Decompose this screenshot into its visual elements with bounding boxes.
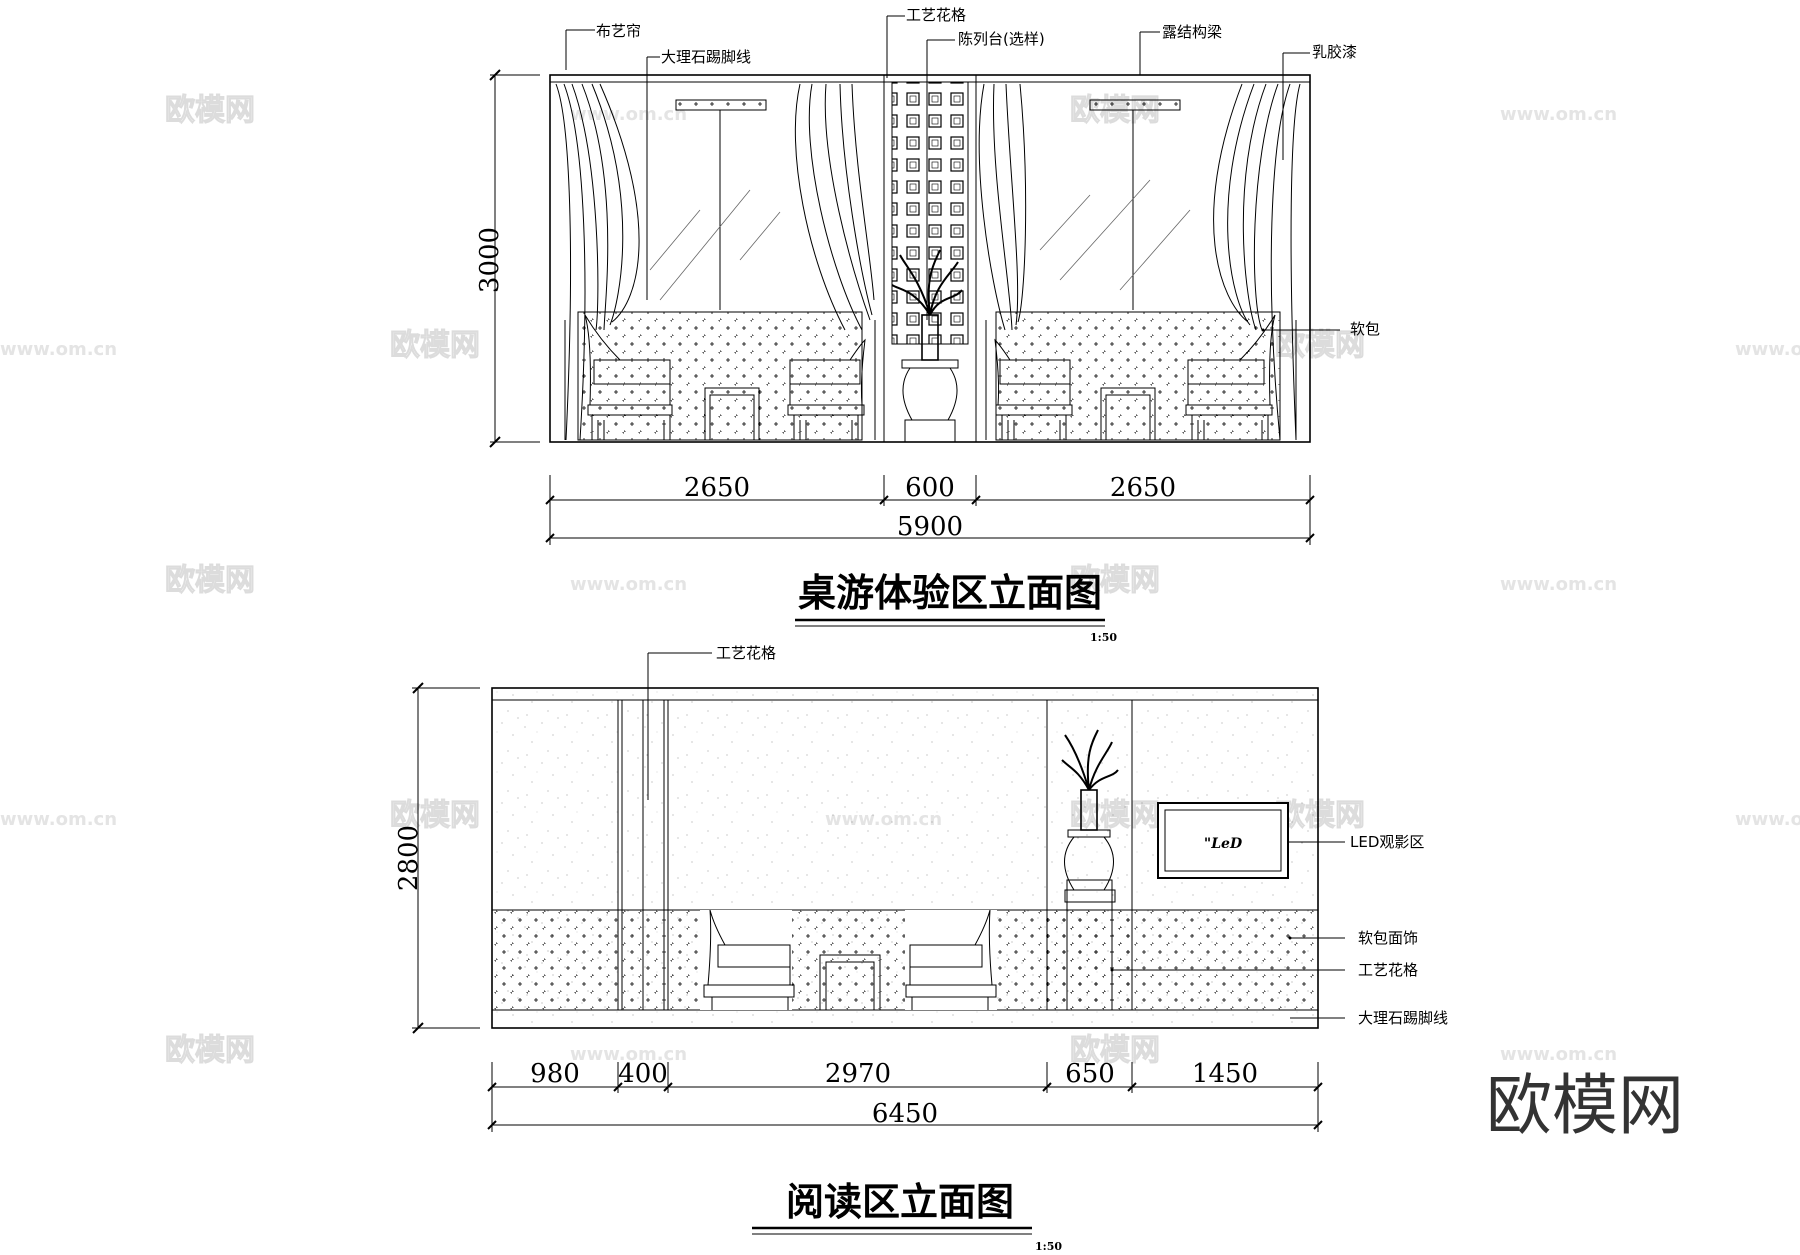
curtain-left-b: [794, 83, 875, 331]
label-marble-skirting-bottom: 大理石踢脚线: [1358, 1009, 1448, 1027]
sofa-right-2: [1185, 314, 1276, 440]
height-dim-top: [489, 69, 540, 448]
label-marble-skirting-top: 大理石踢脚线: [661, 48, 751, 66]
watermark-logo: 欧模网: [165, 1033, 255, 1068]
watermark-url: www.om.cn: [0, 339, 117, 360]
watermark-logo: 欧模网: [1070, 1033, 1160, 1068]
watermark-url: www.om.cn: [0, 809, 117, 830]
sofa-left-2: [787, 338, 866, 440]
dim-top-3: 2650: [1110, 473, 1176, 503]
scale-bottom: 1:50: [1035, 1240, 1062, 1253]
label-display-stand: 陈列台(选样): [958, 30, 1045, 48]
curtain-right-a: [978, 83, 1027, 331]
height-dim-bottom-label: 2800: [394, 825, 424, 891]
watermark-url: www.om.cn: [1735, 339, 1800, 360]
dim-top-1: 2650: [684, 473, 750, 503]
watermark-url: www.om.cn: [1735, 809, 1800, 830]
watermark-url: www.om.cn: [570, 104, 687, 125]
dim-bottom-total: 6450: [872, 1099, 938, 1129]
side-table-left: [704, 387, 760, 441]
label-lattice-bottom: 工艺花格: [1358, 961, 1418, 979]
led-tv: [1157, 802, 1289, 879]
watermark-url: www.om.cn: [570, 1044, 687, 1065]
label-curtain: 布艺帘: [596, 22, 641, 40]
label-soft-pack-finish: 软包面饰: [1358, 929, 1418, 947]
sofa-bottom-2: [905, 909, 997, 1010]
title-top: 桌游体验区立面图: [798, 571, 1102, 615]
label-led-area: LED观影区: [1350, 833, 1424, 851]
dim-bottom-4: 650: [1065, 1059, 1115, 1089]
width-dims-top: [545, 475, 1315, 545]
elevation-top: 布艺帘 大理石踢脚线 工艺花格 陈列台(选样) 露结构梁 乳胶漆 软包 3000…: [475, 6, 1380, 644]
elevation-bottom: "LeD 工艺花格: [394, 644, 1448, 1253]
lattice-panel: [891, 81, 969, 345]
soft-pack-right: [995, 311, 1281, 441]
watermark-logo: 欧模网: [1275, 328, 1365, 363]
vase-top: [891, 249, 963, 443]
sofa-bottom-1: [700, 909, 795, 1010]
dim-top-total: 5900: [897, 512, 963, 542]
tv-screen-text: "LeD: [1204, 836, 1243, 852]
side-table-right: [1100, 387, 1156, 441]
title-bottom: 阅读区立面图: [786, 1180, 1014, 1224]
dim-bottom-2: 400: [618, 1059, 668, 1089]
dim-bottom-3: 2970: [825, 1059, 891, 1089]
left-bay: [555, 83, 876, 441]
watermark-logo: 欧模网: [1070, 563, 1160, 598]
watermark-url: www.om.cn: [570, 574, 687, 595]
curtain-right-b: [1213, 83, 1301, 441]
width-dims-bottom: [487, 1062, 1323, 1132]
dim-bottom-1: 980: [530, 1059, 580, 1089]
label-latex-paint: 乳胶漆: [1312, 43, 1357, 61]
sofa-right-1: [994, 338, 1073, 440]
watermark-url: www.om.cn: [1500, 1044, 1617, 1065]
label-lattice-top: 工艺花格: [906, 6, 966, 24]
scale-top: 1:50: [1090, 631, 1117, 644]
curtain-left-a: [555, 83, 640, 441]
height-dim-bottom: [412, 682, 480, 1034]
watermark-logo: 欧模网: [165, 93, 255, 128]
vase-bottom: [1061, 729, 1119, 903]
watermark-logo: 欧模网: [165, 563, 255, 598]
watermark-logo: 欧模网: [390, 328, 480, 363]
label-soft-pack: 软包: [1350, 320, 1380, 338]
dim-top-2: 600: [905, 473, 955, 503]
watermark-url: www.om.cn: [1500, 574, 1617, 595]
label-exposed-beam: 露结构梁: [1162, 23, 1222, 41]
height-dim-top-label: 3000: [475, 227, 505, 293]
dim-bottom-5: 1450: [1192, 1059, 1258, 1089]
leaders-bottom: [647, 652, 1345, 1019]
watermark-url: www.om.cn: [1500, 104, 1617, 125]
leaders-top: [565, 15, 1340, 332]
right-bay: [978, 83, 1301, 441]
brand-logo: 欧模网: [1486, 1067, 1684, 1144]
soft-pack-left: [577, 311, 863, 441]
label-lattice-bottom-top: 工艺花格: [716, 644, 776, 662]
sofa-left-1: [584, 314, 673, 440]
watermark-logo: 欧模网: [390, 798, 480, 833]
side-table-bottom: [819, 954, 881, 1011]
